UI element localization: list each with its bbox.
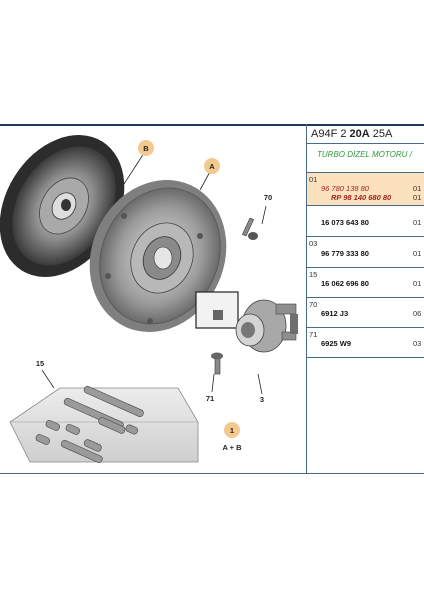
part-quantity: 03: [413, 339, 422, 348]
row-code: 70: [309, 300, 318, 309]
part-quantity: 01: [413, 249, 422, 258]
bolt-71: [211, 352, 223, 375]
parts-row-02[interactable]: 16 073 643 80 01: [307, 206, 424, 237]
callout-71: 71: [206, 394, 214, 403]
parts-sheet: A94F 2 20A 25A TURBO DİZEL MOTORU / 01 9…: [0, 124, 424, 476]
clutch-disc: [0, 135, 125, 277]
subtitle-row: TURBO DİZEL MOTORU /: [307, 144, 424, 173]
part-quantity: 06: [413, 309, 422, 318]
callout-1: 1: [224, 422, 240, 438]
parts-row-03[interactable]: 03 96 779 333 80 01: [307, 237, 424, 268]
part-quantity: 01: [413, 184, 422, 193]
header-prefix: A94F 2: [311, 128, 350, 140]
parts-row-71[interactable]: 71 6925 W9 03: [307, 328, 424, 358]
part-number: 6912 J3: [321, 309, 349, 318]
engine-subtitle: TURBO DİZEL MOTORU /: [317, 150, 412, 159]
header-bold: 20A: [349, 128, 370, 140]
callout-b: B: [138, 140, 154, 156]
bottom-border: [0, 473, 424, 474]
row-code: 71: [309, 330, 318, 339]
bolt-70: [241, 217, 258, 240]
callout-ab: A + B: [222, 443, 242, 452]
part-number: RP 98 140 680 80: [331, 193, 392, 202]
parts-row-70[interactable]: 70 6912 J3 06: [307, 298, 424, 328]
parts-row-01[interactable]: 01 96 780 138 80 01 RP 98 140 680 80 01: [307, 173, 424, 206]
header-suffix: 25A: [369, 128, 393, 140]
row-code: 15: [309, 270, 318, 279]
part-number: 6925 W9: [321, 339, 352, 348]
callout-1-label: 1: [230, 426, 234, 435]
release-bearing: [195, 291, 298, 353]
part-quantity: 01: [413, 193, 422, 202]
parts-row-15[interactable]: 15 16 062 696 80 01: [307, 268, 424, 298]
callout-a-label: A: [209, 162, 215, 171]
part-number: 96 779 333 80: [321, 249, 369, 258]
part-quantity: 01: [413, 218, 422, 227]
callout-3: 3: [260, 395, 264, 404]
column-divider: [306, 124, 307, 474]
row-code: 01: [309, 175, 318, 184]
part-number: 16 062 696 80: [321, 279, 369, 288]
diagram-header: A94F 2 20A 25A: [307, 126, 424, 144]
part-number: 96 780 138 80: [321, 184, 369, 193]
callout-b-label: B: [143, 144, 149, 153]
clutch-exploded-diagram: B A 70 15 71 3 1 A + B: [0, 135, 298, 463]
callout-70: 70: [264, 193, 272, 202]
callout-a: A: [204, 158, 220, 174]
callout-15: 15: [36, 359, 44, 368]
top-border: [0, 124, 424, 126]
part-quantity: 01: [413, 279, 422, 288]
part-number: 16 073 643 80: [321, 218, 369, 227]
row-code: 03: [309, 239, 318, 248]
kit-15-box: [9, 385, 199, 463]
pressure-plate: [89, 180, 227, 332]
